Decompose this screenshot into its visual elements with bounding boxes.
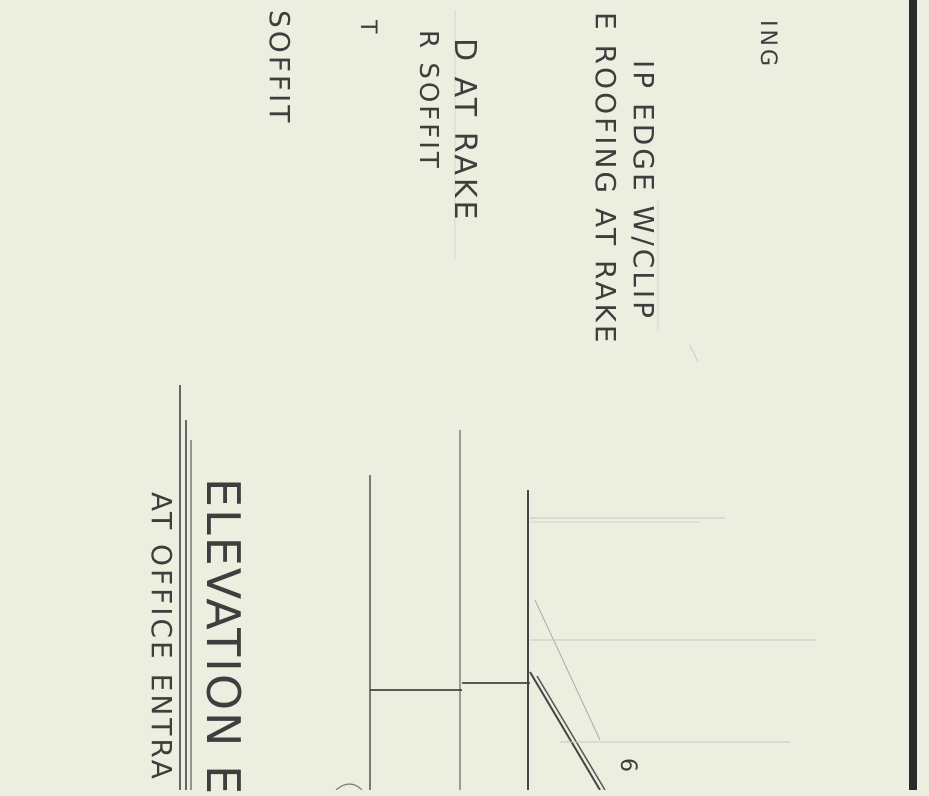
note-drip-edge: IP EDGE W/CLIP: [627, 60, 660, 321]
callout-arc: [335, 783, 363, 791]
note-soffit-1: SOFFIT: [263, 10, 296, 126]
note-roofing-at-rake: E ROOFING AT RAKE: [589, 12, 622, 346]
note-soffit-2: R SOFFIT: [413, 30, 443, 171]
callout-number: 6: [615, 758, 640, 772]
note-t: T: [355, 20, 380, 37]
drawing-subtitle: AT OFFICE ENTRA: [145, 492, 178, 782]
sheet-border: [909, 0, 917, 790]
roof-edge-inner: [536, 675, 606, 791]
roof-edge-outer: [529, 671, 601, 791]
drawing-title: ELEVATION E: [196, 478, 250, 796]
note-at-rake: D AT RAKE: [447, 38, 482, 223]
note-roofing: ING: [755, 20, 780, 69]
construction-line: [689, 344, 699, 363]
roof-pitch-line: [534, 599, 601, 741]
